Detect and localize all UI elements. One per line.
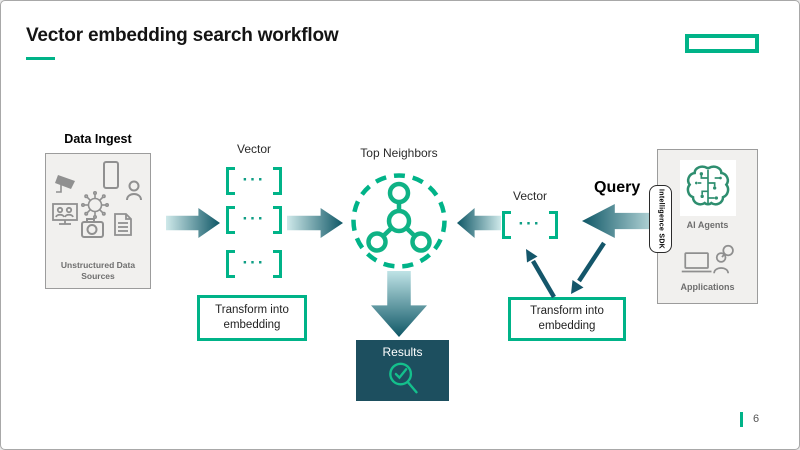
document-icon (114, 213, 132, 236)
search-check-icon (388, 362, 418, 394)
bracket-right (549, 211, 558, 239)
dashed-circle (351, 173, 447, 269)
page-number: 6 (753, 413, 760, 425)
vector-left-label: Vector (236, 142, 272, 156)
bracket-left (226, 206, 235, 234)
vector-chip: ··· (502, 211, 558, 239)
top-neighbors-circle (351, 173, 447, 269)
page-title: Vector embedding search workflow (26, 25, 339, 46)
bracket-left (502, 211, 511, 239)
sensor-icon (80, 190, 109, 219)
monitor-users-icon (52, 203, 78, 225)
bracket-left (226, 250, 235, 278)
transform-embedding-box-left: Transform into embedding (197, 295, 307, 341)
graph-network-icon (366, 181, 432, 253)
person-icon (126, 180, 142, 201)
smartphone-icon (103, 161, 119, 189)
vector-dots: ··· (242, 208, 266, 228)
ai-brain-icon (686, 165, 729, 206)
bracket-right (273, 206, 282, 234)
unstructured-data-panel: Unstructured Data Sources (45, 153, 151, 289)
endpoints-panel: AI Agents Applications (657, 149, 758, 304)
query-label: Query (594, 179, 641, 196)
applications-wrap: Applications (680, 244, 736, 292)
page-number-bar (740, 412, 743, 427)
vector-chip: ··· (226, 206, 282, 234)
intelligence-sdk-pill: Intelligence SDK (649, 185, 672, 253)
bracket-left (226, 167, 235, 195)
bracket-right (273, 250, 282, 278)
vector-chip: ··· (226, 167, 282, 195)
arrow-vector-to-neighbors-right (457, 208, 501, 238)
arrow-vector-to-neighbors (287, 208, 343, 238)
bracket-right (273, 167, 282, 195)
applications-label: Applications (680, 282, 735, 292)
camera-icon (81, 218, 104, 238)
data-ingest-label: Data Ingest (64, 132, 132, 146)
arrow-neighbors-to-results (371, 271, 427, 337)
ai-brain-wrap (679, 160, 736, 216)
unstructured-data-caption: Unstructured Data Sources (60, 259, 136, 281)
hpe-logo-icon (685, 34, 759, 53)
vector-chip: ··· (226, 250, 282, 278)
cctv-camera-icon (55, 175, 75, 193)
vector-dots: ··· (242, 169, 266, 189)
arrow-ingest-to-vector (166, 208, 220, 238)
transform-embedding-box-right: Transform into embedding (508, 297, 626, 341)
results-label: Results (382, 345, 423, 359)
intelligence-sdk-label: Intelligence SDK (657, 188, 665, 250)
ai-agents-label: AI Agents (686, 220, 729, 230)
vector-dots: ··· (518, 213, 542, 233)
results-box: Results (356, 340, 449, 401)
data-sources-icons (52, 161, 142, 238)
vector-dots: ··· (242, 252, 266, 272)
applications-icon (681, 244, 734, 274)
title-underline (26, 57, 55, 60)
top-neighbors-label: Top Neighbors (360, 146, 438, 160)
vector-right-label: Vector (512, 189, 548, 203)
query-transform-arrows (526, 241, 606, 299)
